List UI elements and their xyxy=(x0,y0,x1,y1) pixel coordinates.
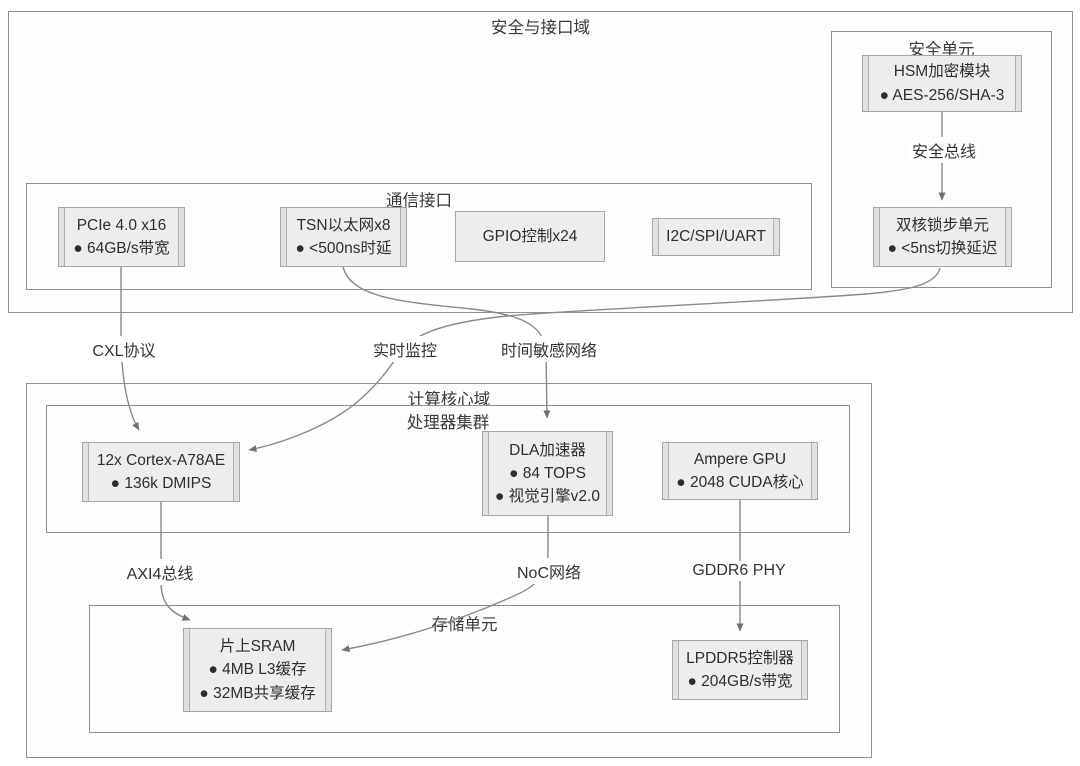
node-dla-bullet1: ● 84 TOPS xyxy=(509,464,586,482)
node-cortex-bullet: ● 136k DMIPS xyxy=(110,475,212,492)
edge-label-rt-monitor: 实时监控 xyxy=(368,336,442,362)
edge-label-gddr: GDDR6 PHY xyxy=(688,561,790,581)
node-hsm-bullet: ● AES-256/SHA-3 xyxy=(879,86,1005,104)
node-tsn-bullet: ● <500ns时延 xyxy=(295,240,392,257)
node-sram: 片上SRAM ● 4MB L3缓存 ● 32MB共享缓存 xyxy=(183,628,332,712)
node-tsn: TSN以太网x8 ● <500ns时延 xyxy=(280,207,407,267)
node-pcie-title: PCIe 4.0 x16 xyxy=(76,216,167,234)
node-dla-title: DLA加速器 xyxy=(509,441,586,459)
node-sram-bullet1: ● 4MB L3缓存 xyxy=(208,661,307,679)
edge-label-secure-bus: 安全总线 xyxy=(907,137,981,163)
node-gpio-title: GPIO控制x24 xyxy=(482,227,578,245)
node-hsm-title: HSM加密模块 xyxy=(893,63,991,81)
node-dla-bullet2: ● 视觉引擎v2.0 xyxy=(495,488,600,506)
edge-label-cxl: CXL协议 xyxy=(88,336,160,362)
node-cortex-title: 12x Cortex-A78AE xyxy=(96,451,226,469)
node-lpddr-title: LPDDR5控制器 xyxy=(686,649,794,667)
node-gpu-title: Ampere GPU xyxy=(693,450,787,468)
edge-label-tsn-net: 时间敏感网络 xyxy=(496,336,602,362)
container-title-cpu-cluster: 处理器集群 xyxy=(406,414,490,432)
node-lockstep-bullet: ● <5ns切换延迟 xyxy=(887,240,998,257)
node-tsn-title: TSN以太网x8 xyxy=(296,216,391,234)
edge-label-axi: AXI4总线 xyxy=(122,559,198,585)
node-gpu: Ampere GPU ● 2048 CUDA核心 xyxy=(662,442,818,500)
node-gpio: GPIO控制x24 xyxy=(455,211,605,262)
node-sram-title: 片上SRAM xyxy=(219,638,296,656)
node-sram-bullet2: ● 32MB共享缓存 xyxy=(199,684,316,702)
node-pcie-bullet: ● 64GB/s带宽 xyxy=(73,240,170,257)
container-title-comm-interface: 通信接口 xyxy=(386,192,452,210)
node-lockstep: 双核锁步单元 ● <5ns切换延迟 xyxy=(873,207,1012,267)
edge-label-noc: NoC网络 xyxy=(512,558,586,584)
node-dla: DLA加速器 ● 84 TOPS ● 视觉引擎v2.0 xyxy=(482,431,613,516)
node-i2c-title: I2C/SPI/UART xyxy=(666,228,766,246)
node-hsm: HSM加密模块 ● AES-256/SHA-3 xyxy=(862,55,1022,112)
node-lpddr: LPDDR5控制器 ● 204GB/s带宽 xyxy=(672,640,808,700)
container-title-secure-domain: 安全与接口域 xyxy=(491,19,590,37)
node-pcie: PCIe 4.0 x16 ● 64GB/s带宽 xyxy=(58,207,185,267)
node-cortex: 12x Cortex-A78AE ● 136k DMIPS xyxy=(82,442,240,502)
container-title-security-unit: 安全单元 xyxy=(908,41,975,59)
node-gpu-bullet: ● 2048 CUDA核心 xyxy=(676,474,804,491)
node-lpddr-bullet: ● 204GB/s带宽 xyxy=(687,673,793,690)
node-lockstep-title: 双核锁步单元 xyxy=(895,216,989,234)
node-i2c: I2C/SPI/UART xyxy=(652,218,780,256)
